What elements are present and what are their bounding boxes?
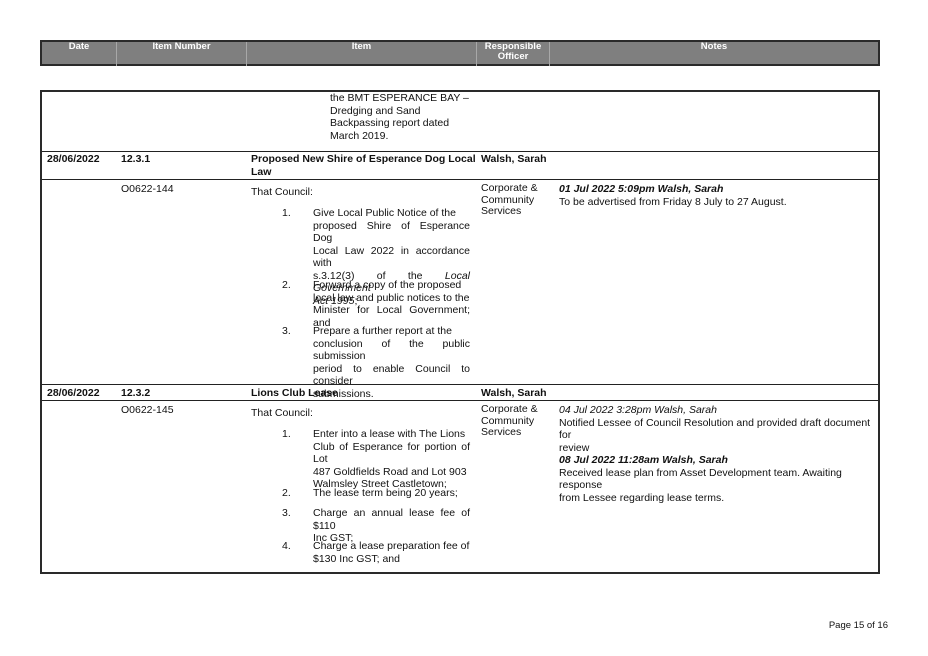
header-item: Item [246,42,476,66]
notes-cell: 01 Jul 2022 5:09pm Walsh, Sarah To be ad… [559,183,874,208]
continuation-text: the BMT ESPERANCE BAY – Dredging and San… [330,92,469,142]
department: Corporate & Community Services [481,403,538,438]
note-text: Notified Lessee of Council Resolution an… [559,416,871,442]
point-number: 2. [282,279,291,291]
header-notes: Notes [549,42,878,66]
department: Corporate & Community Services [481,182,538,217]
minutes-table: the BMT ESPERANCE BAY – Dredging and San… [40,90,880,574]
responsible-officer: Walsh, Sarah [481,387,547,399]
note-stamp: 08 Jul 2022 11:28am Walsh, Sarah [559,454,728,466]
item-date: 28/06/2022 [47,153,100,165]
point-number: 3. [282,507,291,519]
text-line: the BMT ESPERANCE BAY – [330,92,469,104]
point-number: 4. [282,540,291,552]
item-date: 28/06/2022 [47,387,100,399]
resolution-point: Charge a lease preparation fee of $130 I… [313,540,470,565]
note-stamp: 01 Jul 2022 5:09pm Walsh, Sarah [559,183,724,195]
header-item-number: Item Number [116,42,246,66]
note-text: from Lessee regarding lease terms. [559,491,725,504]
text-line: Backpassing report dated [330,117,450,129]
item-reference: O0622-144 [121,183,174,195]
text-line: March 2019. [330,129,389,142]
resolution-point: Forward a copy of the proposed local law… [313,279,470,329]
note-text: To be advertised from Friday 8 July to 2… [559,195,787,208]
point-number: 1. [282,428,291,440]
resolution-intro: That Council: [251,407,313,419]
note-text: Received lease plan from Asset Developme… [559,466,842,492]
point-number: 3. [282,325,291,337]
item-number: 12.3.1 [121,153,151,165]
row-divider [42,384,878,385]
resolution-intro: That Council: [251,186,313,198]
item-reference: O0622-145 [121,404,174,416]
header-responsible-officer: Responsible Officer [476,42,549,66]
row-divider [42,179,878,180]
resolution-point: Charge an annual lease fee of $110 Inc G… [313,507,470,544]
item-number: 12.3.2 [121,387,151,399]
item-title: Proposed New Shire of Esperance Dog Loca… [251,153,476,178]
resolution-point: Give Local Public Notice of the proposed… [313,207,470,307]
table-header: Date Item Number Item Responsible Office… [40,40,880,66]
page-number: Page 15 of 16 [828,620,888,631]
notes-cell: 04 Jul 2022 3:28pm Walsh, Sarah Notified… [559,404,877,504]
resolution-point: Prepare a further report at the conclusi… [313,325,470,400]
point-number: 1. [282,207,291,219]
row-divider [42,400,878,401]
row-divider [42,151,878,152]
text-line: Dredging and Sand [330,104,421,117]
point-number: 2. [282,487,291,499]
header-date: Date [68,41,90,52]
responsible-officer: Walsh, Sarah [481,153,547,165]
resolution-point: Enter into a lease with The Lions Club o… [313,428,470,490]
item-title: Lions Club Lease [251,387,338,399]
note-text: review [559,441,590,454]
note-stamp: 04 Jul 2022 3:28pm Walsh, Sarah [559,404,717,416]
resolution-point: The lease term being 20 years; [313,487,458,499]
